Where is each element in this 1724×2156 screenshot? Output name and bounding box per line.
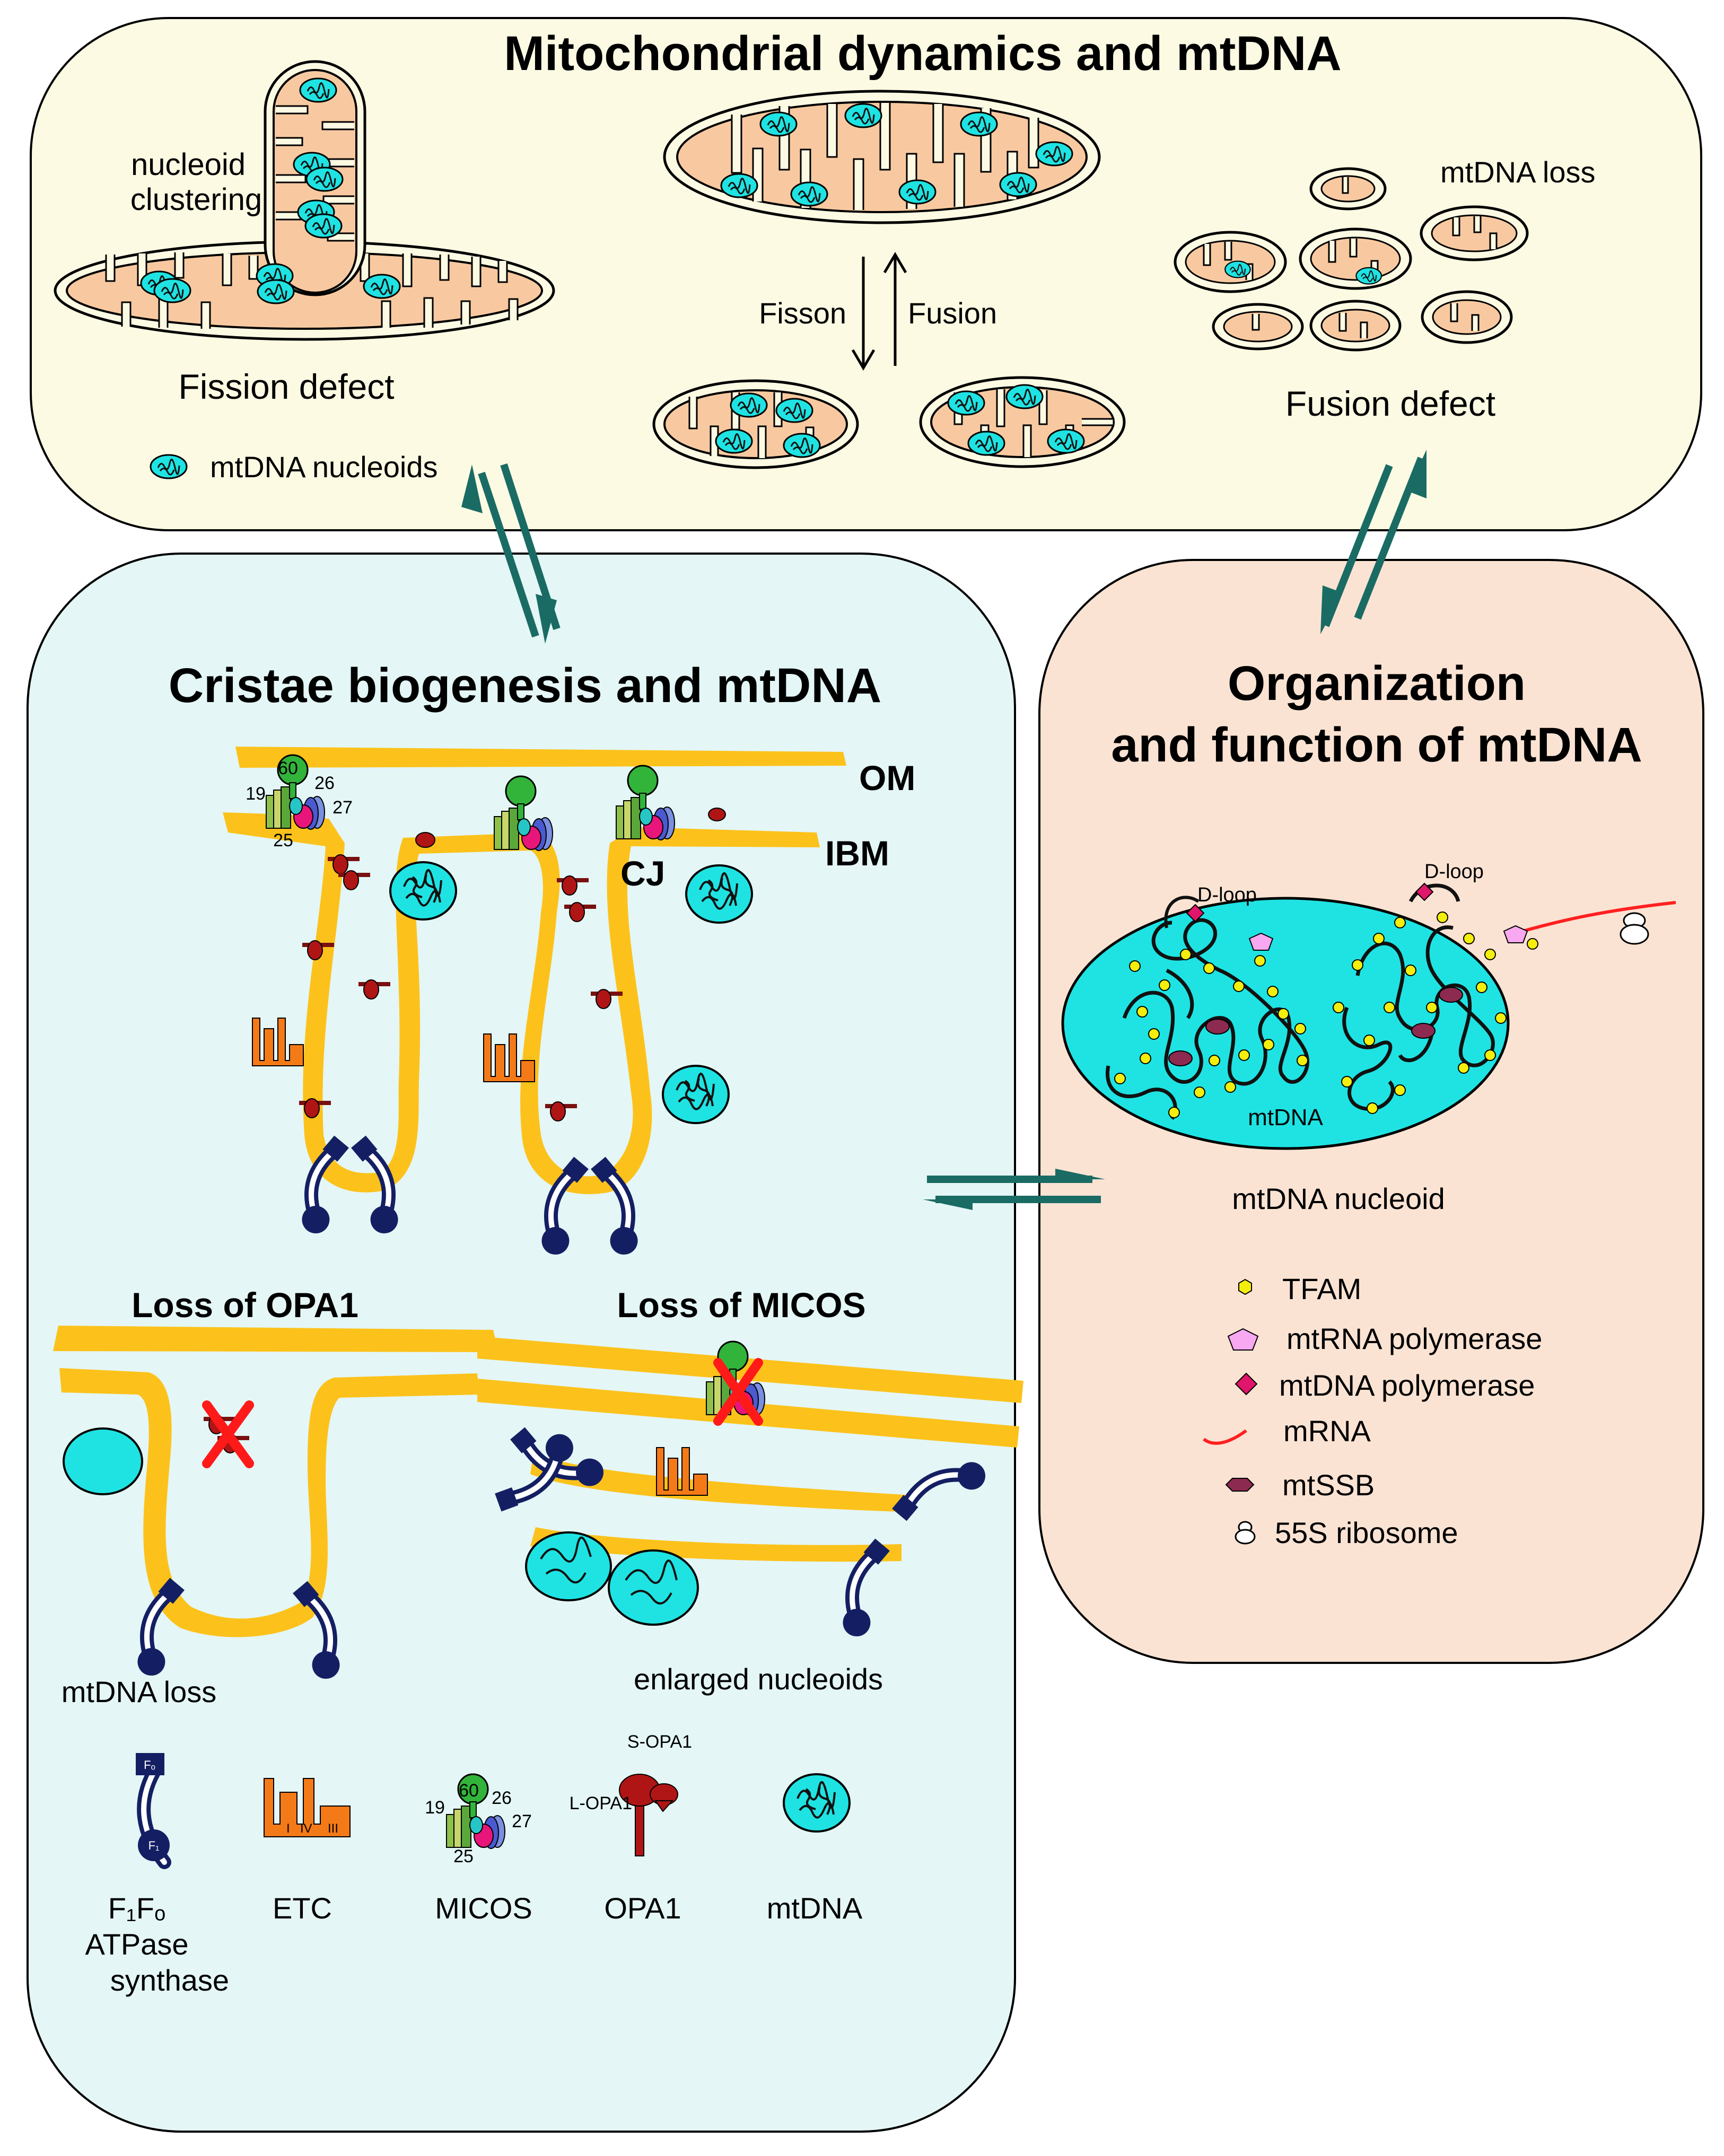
fisson-label: Fisson <box>759 296 846 330</box>
etc-complex-3-label: III <box>328 1821 338 1836</box>
daughter-mitochondrion-right <box>919 376 1126 468</box>
arrow-cristae-organization <box>923 1169 1105 1210</box>
organization-title-1: Organization <box>1228 656 1526 711</box>
micos-label-26: 26 <box>314 773 335 793</box>
mtrnapol-legend-icon <box>1227 1328 1259 1351</box>
ribosome-legend-icon <box>1235 1521 1256 1545</box>
mtdnapol-legend-label: mtDNA polymerase <box>1279 1369 1535 1402</box>
organization-title-2: and function of mtDNA <box>1111 718 1642 772</box>
mrna-legend-label: mRNA <box>1283 1414 1371 1448</box>
atpase-legend-label-3: synthase <box>110 1964 229 1997</box>
nucleoids-legend-label: mtDNA nucleoids <box>210 450 438 484</box>
etc-legend-label: ETC <box>273 1891 332 1925</box>
fusion-defect-fragments <box>1174 167 1529 352</box>
nucleoid-legend-icon <box>150 454 188 479</box>
mtdna-legend-icon <box>783 1773 851 1833</box>
tfam-legend-label: TFAM <box>1282 1272 1361 1305</box>
atpase-legend-label-2: ATPase <box>85 1927 188 1961</box>
inner-boundary-membrane <box>223 812 820 1195</box>
l-opa1-label: L-OPA1 <box>570 1793 632 1813</box>
fission-defect-mitochondrion <box>54 60 555 341</box>
dynamics-panel <box>30 17 1702 531</box>
micos-legend-label: MICOS <box>435 1891 532 1925</box>
dynamics-title: Mitochondrial dynamics and mtDNA <box>504 27 1342 81</box>
micos-legend-27: 27 <box>512 1811 532 1831</box>
atpase-fo-subunit-label: Fₒ <box>144 1758 155 1772</box>
normal-mitochondrion <box>663 90 1101 224</box>
dloop-label-right: D-loop <box>1424 861 1484 883</box>
mtdnapol-legend-icon <box>1235 1372 1258 1396</box>
outer-membrane <box>235 747 846 768</box>
nucleoid-clustering-label-2: clustering <box>130 182 262 217</box>
mtssb-legend-label: mtSSB <box>1282 1468 1375 1502</box>
s-opa1-label: S-OPA1 <box>627 1732 692 1752</box>
mtdna-nucleoid-diagram <box>1061 882 1676 1150</box>
daughter-mitochondrion-left <box>652 379 859 469</box>
loss-micos-title: Loss of MICOS <box>617 1285 865 1325</box>
fisson-arrow <box>851 257 876 371</box>
micos-label-60: 60 <box>278 758 298 778</box>
organization-legend: TFAM mtRNA polymerase mtDNA polymerase m… <box>1203 1272 1542 1549</box>
nucleoid-clustering-label-1: nucleoid <box>131 147 246 182</box>
dloop-label-left: D-loop <box>1197 884 1257 906</box>
opa1-mtdna-loss-label: mtDNA loss <box>62 1675 217 1708</box>
micos-label-19: 19 <box>246 784 266 804</box>
arrow-dynamics-cristae <box>461 463 561 644</box>
fusion-arrow <box>883 252 907 366</box>
atpase-f1-subunit-label: F₁ <box>148 1839 160 1852</box>
ribosome-legend-label: 55S ribosome <box>1275 1516 1458 1549</box>
mrna-legend-icon <box>1203 1429 1247 1445</box>
enlarged-nucleoids-label: enlarged nucleoids <box>634 1662 883 1696</box>
om-label: OM <box>859 758 915 797</box>
micos-legend-numbers: 60 19 26 27 25 <box>425 1781 532 1866</box>
ibm-label: IBM <box>825 834 889 873</box>
micos-legend-19: 19 <box>425 1798 445 1818</box>
loss-opa1-title: Loss of OPA1 <box>132 1285 358 1325</box>
cristae-title: Cristae biogenesis and mtDNA <box>169 659 882 713</box>
nucleoid-label: mtDNA nucleoid <box>1232 1182 1445 1215</box>
micos-legend-25: 25 <box>453 1846 474 1866</box>
opa1-loss-membranes <box>53 1326 498 1682</box>
arrow-dynamics-organization <box>1320 450 1427 634</box>
tfam-legend-icon <box>1238 1278 1252 1295</box>
micos-legend-60: 60 <box>459 1781 479 1801</box>
micos-label-25: 25 <box>273 830 293 851</box>
micos-loss-membranes <box>477 1336 1023 1640</box>
opa1-legend-label: OPA1 <box>604 1891 681 1925</box>
mtdna-legend-label: mtDNA <box>767 1891 863 1925</box>
etc-legend-icon: I IV III <box>264 1778 351 1837</box>
micos-label-27: 27 <box>332 797 353 818</box>
opa1-legend-icon <box>619 1774 678 1856</box>
etc-complex-4-label: IV <box>300 1821 312 1836</box>
atpase-legend-icon: Fₒ F₁ <box>136 1753 171 1869</box>
fusion-defect-label: Fusion defect <box>1285 384 1495 423</box>
cj-label: CJ <box>620 854 665 893</box>
mtrnapol-legend-label: mtRNA polymerase <box>1287 1322 1542 1355</box>
fission-defect-label: Fission defect <box>178 367 394 406</box>
atpase-legend-label-1: F₁Fₒ <box>108 1891 165 1925</box>
micos-legend-26: 26 <box>492 1788 512 1808</box>
mtssb-legend-icon <box>1225 1478 1255 1492</box>
etc-complex-1-label: I <box>286 1821 290 1836</box>
dynamics-mtdna-loss-label: mtDNA loss <box>1440 155 1596 189</box>
opa1-markers <box>299 808 726 1121</box>
mtdna-label: mtDNA <box>1248 1105 1323 1130</box>
fusion-label: Fusion <box>908 296 997 330</box>
